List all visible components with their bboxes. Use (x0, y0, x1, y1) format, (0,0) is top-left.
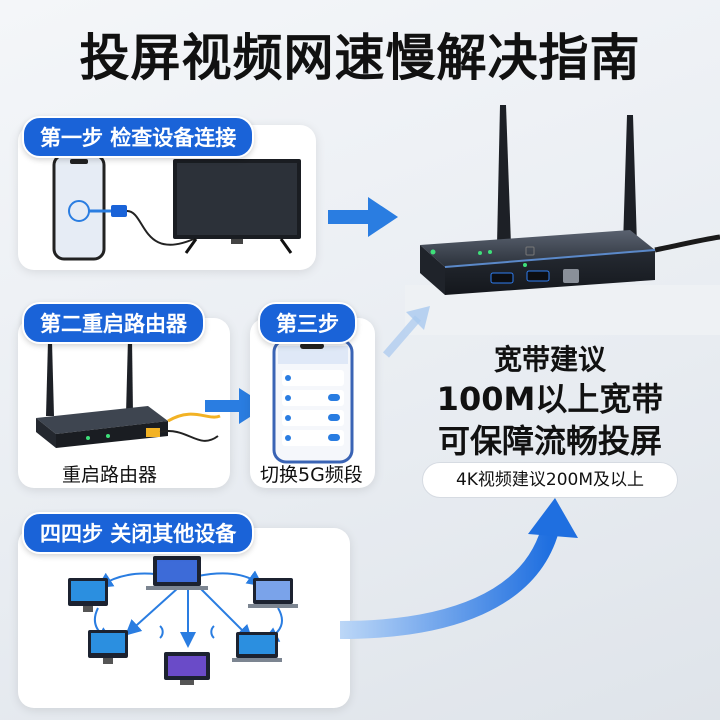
router-small-illustration (36, 338, 221, 448)
arrow-right-icon (328, 197, 398, 237)
step4-label: 四四步 关闭其他设备 (22, 512, 255, 554)
router-image (405, 105, 720, 335)
phone-to-tv-illustration (52, 153, 301, 261)
step2-caption: 重启路由器 (62, 464, 158, 486)
step2-card (18, 318, 230, 488)
step2-label: 第二重启路由器 (22, 302, 205, 344)
page-title: 投屏视频网速慢解决指南 (79, 29, 641, 87)
phone-settings-illustration (272, 338, 354, 464)
curved-arrow-icon (340, 498, 578, 639)
step3-label: 第三步 (258, 302, 357, 344)
devices-network-illustration (68, 556, 298, 685)
step3-caption: 切换5G频段 (260, 464, 363, 486)
arrow-up-icon (382, 306, 430, 358)
step3-card (250, 318, 375, 488)
step4-card (18, 528, 350, 708)
advice-line2: 100M以上宽带 (436, 380, 664, 418)
step1-label: 第一步 检查设备连接 (22, 116, 255, 158)
advice-note: 4K视频建议200M及以上 (422, 462, 678, 498)
advice-line1: 宽带建议 (493, 343, 606, 376)
advice-line3: 可保障流畅投屏 (437, 422, 662, 460)
